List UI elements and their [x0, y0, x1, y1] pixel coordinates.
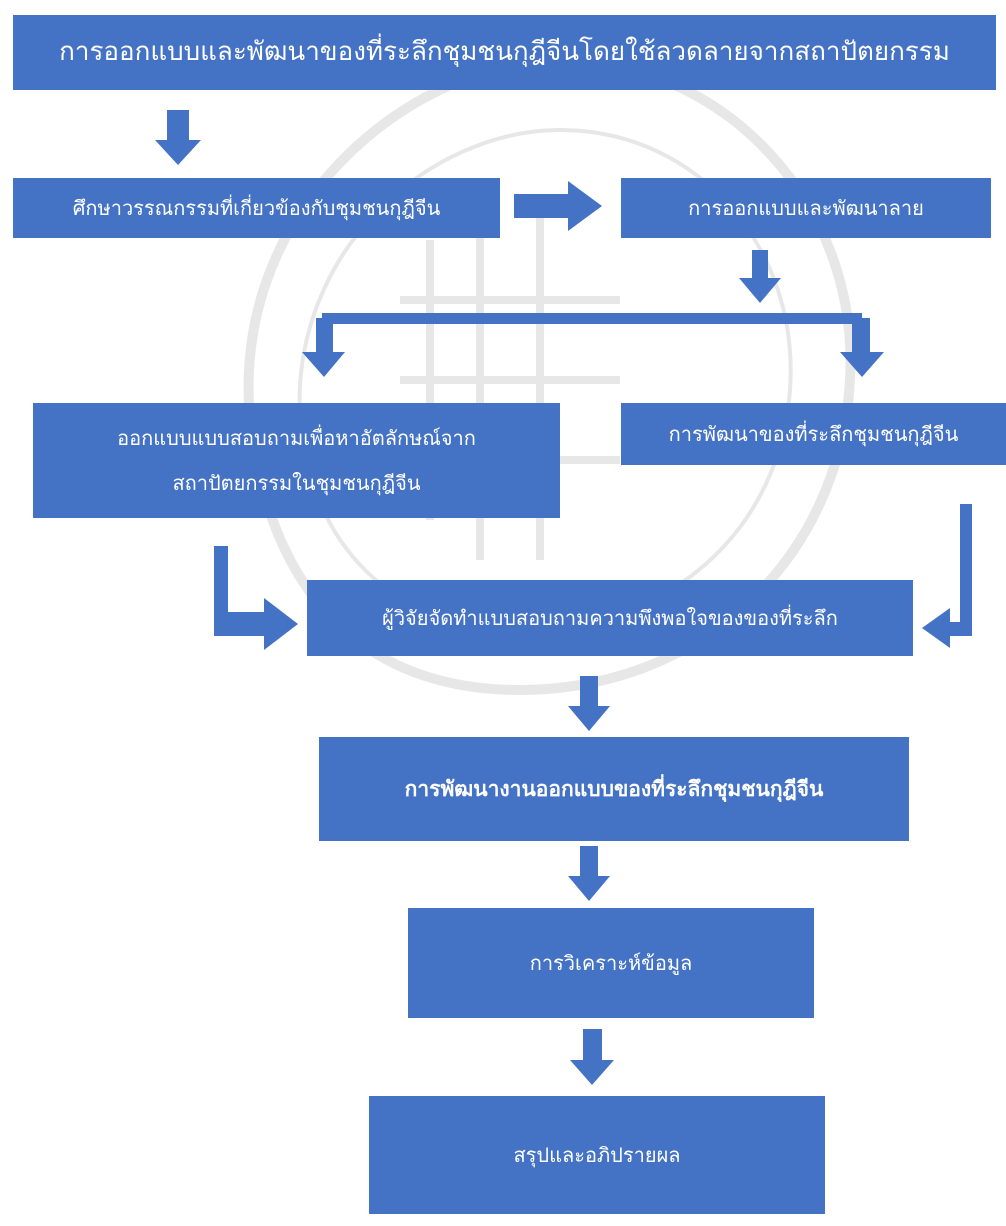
- conclusion-text: สรุปและอภิปรายผล: [513, 1142, 681, 1167]
- souvenir-development-text: การพัฒนาของที่ระลึกชุมชนกุฎีจีน: [668, 421, 959, 446]
- arrow-down-icon: [155, 110, 201, 165]
- arrow-down-icon: [570, 1029, 614, 1085]
- arrow-down-icon: [302, 318, 345, 377]
- arrow-down-icon: [568, 676, 610, 731]
- arrow-down-icon: [568, 846, 610, 901]
- arrow-elbow-right-icon: [214, 546, 298, 650]
- arrow-down-icon: [739, 250, 781, 303]
- questionnaire-design-box: ออกแบบแบบสอบถามเพื่อหาอัตลักษณ์จาก สถาปั…: [33, 403, 560, 518]
- souvenir-development-box: การพัฒนาของที่ระลึกชุมชนกุฎีจีน: [621, 403, 1006, 465]
- study-literature-box: ศึกษาวรรณกรรมที่เกี่ยวข้องกับชุมชนกุฎีจี…: [13, 178, 500, 238]
- conclusion-box: สรุปและอภิปรายผล: [369, 1096, 825, 1214]
- design-pattern-box: การออกแบบและพัฒนาลาย: [621, 178, 991, 238]
- design-pattern-text: การออกแบบและพัฒนาลาย: [688, 195, 924, 220]
- arrow-right-icon: [514, 181, 602, 231]
- split-bar: [322, 313, 862, 324]
- design-work-development-box: การพัฒนางานออกแบบของที่ระลึกชุมชนกุฎีจีน: [319, 737, 909, 841]
- satisfaction-survey-text: ผู้วิจัยจัดทำแบบสอบถามความพึงพอใจของของท…: [382, 605, 838, 630]
- title-box: การออกแบบและพัฒนาของที่ระลึกชุมชนกุฎีจีน…: [13, 15, 996, 90]
- study-literature-text: ศึกษาวรรณกรรมที่เกี่ยวข้องกับชุมชนกุฎีจี…: [72, 195, 441, 220]
- questionnaire-design-line2: สถาปัตยกรรมในชุมชนกุฎีจีน: [172, 470, 421, 495]
- data-analysis-box: การวิเคราะห์ข้อมูล: [408, 908, 814, 1018]
- arrow-down-icon: [840, 318, 884, 377]
- design-work-development-text: การพัฒนางานออกแบบของที่ระลึกชุมชนกุฎีจีน: [404, 776, 824, 801]
- title-text: การออกแบบและพัฒนาของที่ระลึกชุมชนกุฎีจีน…: [59, 37, 950, 68]
- data-analysis-text: การวิเคราะห์ข้อมูล: [529, 950, 693, 975]
- arrow-elbow-left-icon: [922, 504, 972, 648]
- satisfaction-survey-box: ผู้วิจัยจัดทำแบบสอบถามความพึงพอใจของของท…: [307, 580, 913, 656]
- questionnaire-design-line1: ออกแบบแบบสอบถามเพื่อหาอัตลักษณ์จาก: [117, 425, 476, 450]
